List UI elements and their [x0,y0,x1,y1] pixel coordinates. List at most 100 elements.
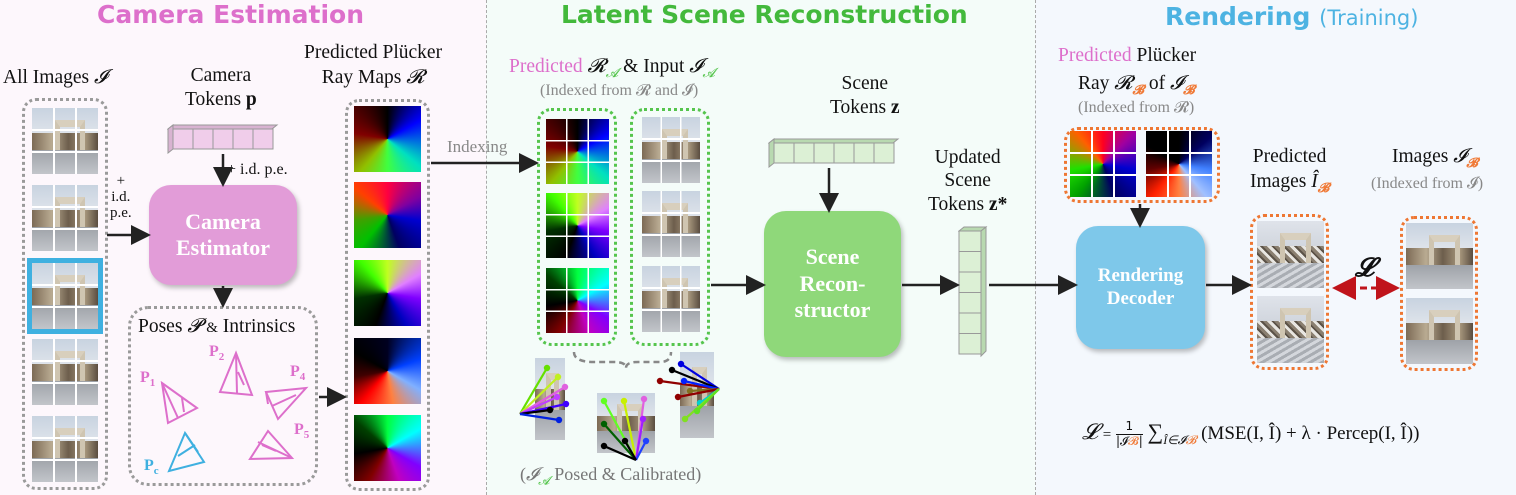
predicted-image [1257,221,1324,288]
token-cell [793,142,815,164]
formula-den-sub: 𝓑 [1128,434,1139,449]
b-subscript: 𝓑 [1317,179,1330,195]
updated-line2: Scene [944,170,991,192]
b-subscript: 𝓑 [1183,81,1195,97]
intrinsics-text: Intrinsics [222,316,296,337]
token-cell [958,230,982,252]
token-cell [958,312,982,334]
input-image-thumbnail [27,258,103,334]
ray-maps-label: Predicted Plücker Ray Maps 𝓡 [304,40,442,91]
plucker-word: Plücker [1136,45,1197,66]
pred-images-line1: Predicted [1252,146,1327,167]
formula-den-text: |𝓘 [1115,434,1129,449]
formula-den-close: | [1138,434,1143,449]
formula-fraction: 1 |𝓘𝓑| [1115,420,1143,449]
rb-ray-map [1146,131,1212,197]
formula-numerator: 1 [1115,420,1143,436]
decoder-line1: Rendering [1097,264,1184,286]
scene-tokens-line1: Scene [841,73,889,94]
gt-images-text: Images [1392,146,1449,167]
token-cell [773,142,795,164]
ib-i-symbol: 𝓘 [1169,73,1184,94]
updated-line3: Tokens [928,193,985,215]
a-subscript: 𝓐 [702,64,716,80]
section-divider [486,0,487,495]
caption-a-sub: 𝓐 [538,473,550,488]
indexing-label: Indexing [447,137,508,156]
pose-label: P5 [294,421,310,442]
input-image-thumbnail [32,185,98,251]
token-cell [958,271,982,293]
ra-ray-map [546,119,609,184]
plucker-ray-map [354,415,421,481]
token-cell [813,142,835,164]
rb-ray-map [1070,131,1136,197]
token-cell [958,292,982,314]
posed-view-left [535,358,565,440]
formula-lhs: 𝓛 [1082,419,1098,444]
predicted-image [1257,296,1324,363]
predicted-images-label: Predicted Images Î𝓑 [1250,145,1329,196]
indexed-from-i: (Indexed from 𝓘) [1371,175,1484,192]
updated-scene-tokens-icon [958,226,988,358]
token-cell [212,128,234,150]
input-word: & Input [623,56,685,77]
input-image-thumbnail [32,108,98,174]
caption-open-paren: ( [520,464,526,484]
pred-images-symbol: Î [1311,170,1318,192]
formula-denominator: |𝓘𝓑| [1115,434,1143,449]
all-images-label: All Images 𝓘 [3,66,107,90]
caption-i-symbol: 𝓘 [526,464,539,484]
camera-tokens-line2: Tokens [185,89,242,111]
ray-rb-of-ib-label: Ray 𝓡𝓑 of 𝓘𝓑 [1078,72,1195,98]
scene-tokens-icon [768,138,900,168]
id-pe-id: i.d. [111,188,131,205]
camera-estimator-line2: Estimator [175,235,271,260]
camera-tokens-label: Camera Tokens p [185,64,257,113]
all-images-symbol: 𝓘 [93,67,108,88]
gt-images-symbol: 𝓘 [1453,146,1467,167]
token-cell [232,128,254,150]
scene-tokens-label: Scene Tokens z [830,72,900,121]
loss-symbol-label: 𝓛 [1355,252,1374,284]
rendering-predicted-word: Predicted [1058,45,1132,66]
input-image-thumbnail [32,339,98,405]
camera-tokens-line1: Camera [190,65,252,86]
loss-formula: 𝓛 = 1 |𝓘𝓑| ∑Î∈𝓘𝓑 (MSE(I, Î) + λ · Percep… [1082,419,1419,449]
id-pe-top-label: + i.d. p.e. [227,161,288,178]
section-title-rendering: Rendering (Training) [1165,2,1418,31]
updated-symbol: z* [988,193,1008,215]
camera-tokens-symbol: p [245,89,257,111]
ray-maps-line2: Ray Maps [321,67,402,89]
updated-scene-tokens-label: Updated Scene Tokens z* [928,146,1007,216]
token-cell [192,128,214,150]
token-cell [172,128,194,150]
camera-estimator-line1: Camera [185,208,261,234]
ia-image [642,117,700,183]
section-title-latent-scene-reconstruction: Latent Scene Reconstruction [561,0,968,29]
input-image-thumbnail [32,416,98,482]
section-title-camera-estimation: Camera Estimation [97,0,365,29]
all-images-group [22,98,108,490]
of-word: of [1148,73,1166,94]
formula-sum: ∑ [1147,419,1164,444]
formula-eq: = [1102,427,1112,443]
token-cell [853,142,875,164]
token-cell [958,333,982,355]
ia-group [630,108,710,346]
scene-tokens-symbol: z [890,97,900,119]
loss-symbol: 𝓛 [1355,253,1374,282]
pose-label: P4 [290,363,306,384]
predicted-word: Predicted [509,56,583,77]
reconstructor-line3: structor [794,297,871,323]
gt-images-group [1400,216,1478,371]
ia-image [642,266,700,332]
ray-word: Ray [1078,73,1110,94]
id-pe-left-label: + i.d. p.e. [110,173,132,221]
r-symbol: 𝓡 [587,56,606,77]
token-cell [873,142,895,164]
updated-line1: Updated [934,147,1001,168]
all-images-text: All Images [3,67,90,88]
